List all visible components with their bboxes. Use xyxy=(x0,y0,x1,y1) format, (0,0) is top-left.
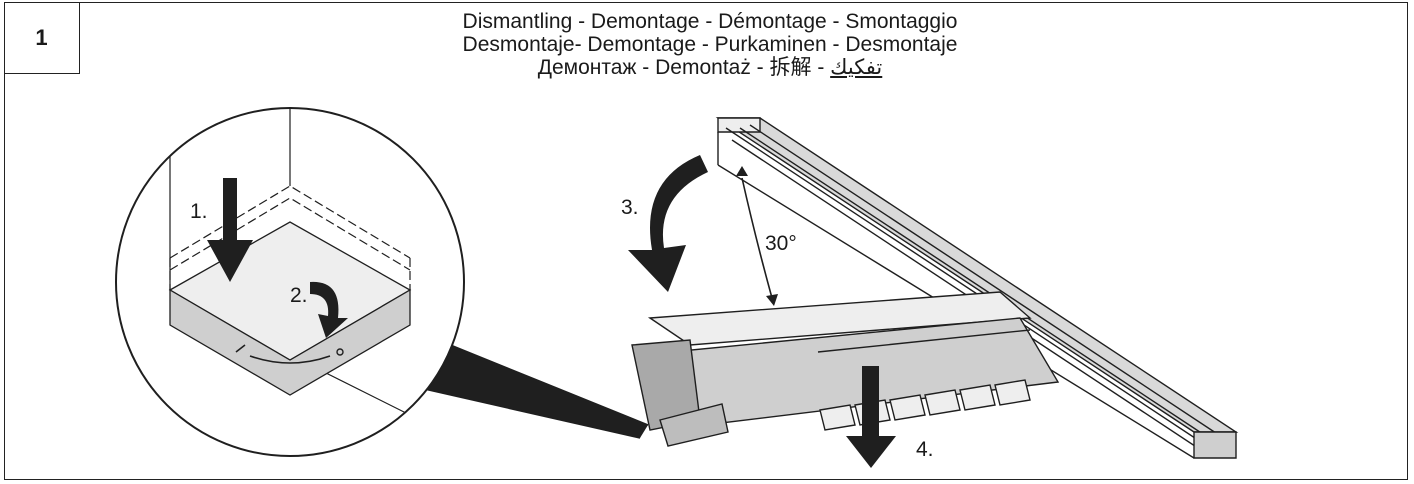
arrow-step-3 xyxy=(628,155,708,292)
label-step-3: 3. xyxy=(621,196,639,219)
adapter-top xyxy=(647,291,1032,346)
detail-magnifier xyxy=(115,107,465,457)
adapter-clip xyxy=(659,403,729,447)
title-line-1: Dismantling - Demontage - Démontage - Sm… xyxy=(462,10,958,33)
instruction-frame xyxy=(4,2,1408,480)
angle-indicator xyxy=(736,166,778,306)
step-number-box: 1 xyxy=(4,2,80,74)
track-rail xyxy=(715,117,1239,459)
title-line-3-arabic: تفكيك xyxy=(830,56,883,79)
title-line-3: Демонтаж - Demontaż - 拆解 - تفكيك xyxy=(90,56,1330,79)
title-line-3-main: Демонтаж - Demontaż - 拆解 - xyxy=(537,56,831,79)
arrow-step-1 xyxy=(207,178,253,282)
track-adapter xyxy=(631,291,1060,447)
title-line-2: Desmontaje- Demontage - Purkaminen - Des… xyxy=(462,33,958,56)
label-step-2: 2. xyxy=(290,284,308,307)
end-cap-arc xyxy=(249,355,331,364)
zoom-connector-wedge xyxy=(420,342,648,438)
label-step-1: 1. xyxy=(190,200,208,223)
label-step-4: 4. xyxy=(916,438,934,461)
box-bottom-face xyxy=(169,288,411,396)
label-angle: 30° xyxy=(765,232,797,255)
end-cap-slot xyxy=(235,344,246,353)
step-number: 1 xyxy=(35,24,48,50)
title-block: Dismantling - Demontage - Démontage - Sm… xyxy=(90,10,1330,79)
arrow-step-2 xyxy=(310,281,348,338)
arrow-step-4 xyxy=(846,366,896,468)
end-cap-dot xyxy=(336,348,344,356)
